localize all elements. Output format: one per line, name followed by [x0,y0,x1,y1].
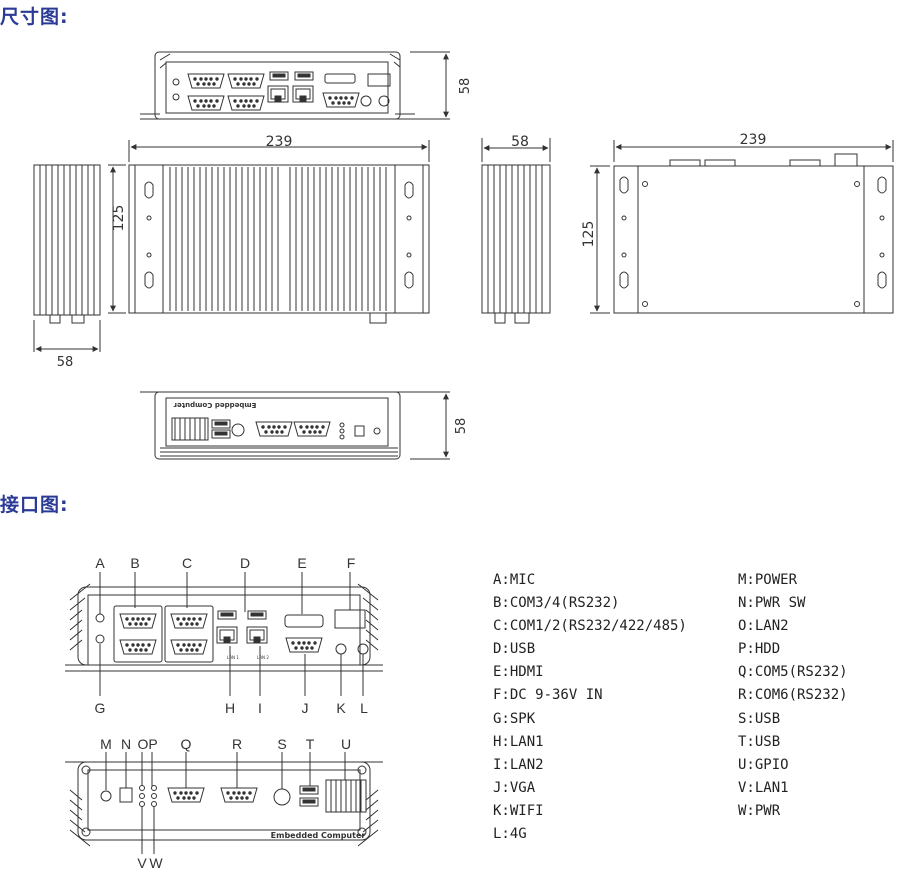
rear-height-label: 58 [454,418,469,435]
callout-s: S [277,736,286,752]
legend-item: C:COM1/2(RS232/422/485) [493,618,687,635]
right-depth-label: 58 [511,134,529,150]
legend-item: T:USB [738,733,781,750]
legend-right: M:POWER N:PWR SW O:LAN2 P:HDD Q:COM5(RS2… [738,569,848,823]
top-width-label: 239 [266,134,293,150]
callout-d: D [240,555,250,571]
callout-j: J [302,700,309,716]
rear-mirrored-label: Embedded Computer [173,401,256,409]
legend-item: I:LAN2 [493,756,544,773]
legend-item: O:LAN2 [738,618,789,635]
right-side-view [481,138,551,324]
dimension-heading: 尺寸图: [0,6,69,28]
bottom-width-label: 239 [740,132,767,148]
left-side-view [33,164,101,352]
callout-h: H [225,700,235,716]
callout-r: R [232,736,242,752]
callout-c: C [182,555,192,571]
callout-u: U [341,736,351,752]
bottom-view [590,140,894,314]
callout-p: P [148,736,157,752]
callout-v: V [137,855,147,871]
callout-n: N [121,736,131,752]
callout-q: Q [181,736,192,752]
callout-m: M [100,736,112,752]
legend-item: B:COM3/4(RS232) [493,595,620,612]
lan1-label: LAN 1 [227,655,239,660]
top-height-label: 125 [111,205,127,232]
front-view-top [140,51,450,120]
legend-item: F:DC 9-36V IN [493,687,603,704]
callout-o: O [138,736,149,752]
front-height-label: 58 [458,78,473,95]
legend-item: Q:COM5(RS232) [738,664,848,681]
legend-item: E:HDMI [493,664,544,681]
legend-item: D:USB [493,641,536,658]
callout-i: I [258,700,262,716]
legend-item: K:WIFI [493,802,544,819]
legend-item: J:VGA [493,779,536,796]
callout-e: E [297,555,306,571]
legend-item: U:GPIO [738,756,789,773]
callout-b: B [130,555,139,571]
legend-item: H:LAN1 [493,733,544,750]
callout-l: L [360,700,368,716]
left-depth-label: 58 [57,355,74,370]
bottom-height-label: 125 [581,221,597,248]
rear-view-top [140,391,450,460]
legend-left: A:MIC B:COM3/4(RS232) C:COM1/2(RS232/422… [493,569,687,846]
callout-a: A [95,555,105,571]
embedded-computer-label: Embedded Computer [271,831,366,840]
callout-g: G [95,700,106,716]
callout-w: W [149,855,163,871]
interface-front-panel: LAN 1 LAN 2 [65,572,383,696]
legend-item: A:MIC [493,572,536,588]
callout-f: F [347,555,356,571]
top-view [108,140,430,324]
callout-k: K [336,700,346,716]
legend-item: S:USB [738,710,781,727]
legend-item: R:COM6(RS232) [738,687,848,704]
interface-rear-panel [65,752,383,854]
legend-item: M:POWER [738,572,798,588]
legend-item: N:PWR SW [738,595,806,612]
legend-item: G:SPK [493,710,536,727]
legend-item: L:4G [493,826,527,843]
callout-t: T [306,736,315,752]
legend-item: V:LAN1 [738,779,789,796]
interface-heading: 接口图: [0,494,69,516]
lan2-label: LAN 2 [257,655,269,660]
legend-item: W:PWR [738,802,781,819]
legend-item: P:HDD [738,641,781,658]
